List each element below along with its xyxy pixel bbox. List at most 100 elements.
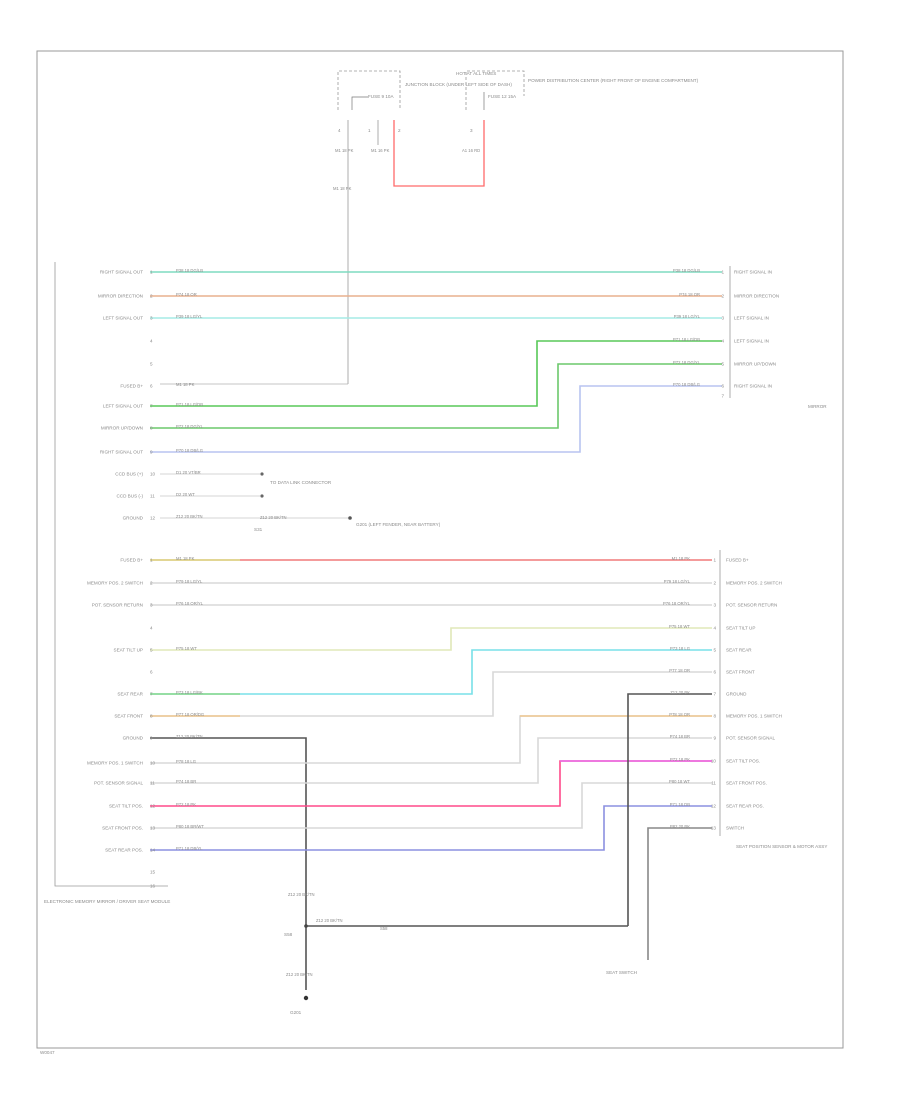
right-lower-pin: 4 [713, 626, 716, 631]
right-upper-pin: 4 [721, 339, 724, 344]
ccd-dest: TO DATA LINK CONNECTOR [270, 480, 332, 485]
left-lower-func: FUSED B+ [120, 558, 143, 563]
right-lower-pin: 3 [713, 603, 716, 608]
right-upper-wire: P71 18 LG/DB [673, 337, 700, 342]
left-upper-wire: P39 18 LG/YL [176, 314, 203, 319]
left-lower-wire: P76 18 OR/YL [176, 601, 204, 606]
left-upper-wire: P74 18 OR [176, 292, 197, 297]
left-upper-pin: 6 [150, 384, 153, 389]
left-lower-wire: P79 18 LG/YL [176, 579, 203, 584]
left-module-border [54, 262, 168, 887]
left-lower-pin: 7 [150, 692, 153, 697]
left-upper-pin: 2 [150, 294, 153, 299]
left-lower-wire: P72 18 PK [176, 802, 196, 807]
left-upper-pin: 4 [150, 339, 153, 344]
fuse-a-symbol [351, 96, 368, 110]
left-lower-pin: 16 [150, 884, 156, 889]
left-lower-wire: M1 18 PK [176, 556, 195, 561]
fuse-box-title: HOT AT ALL TIMES [456, 71, 496, 76]
wire-a1-red [393, 120, 485, 187]
right-upper-caption: MIRROR [808, 404, 827, 409]
fb-pin-2: 1 [368, 128, 371, 133]
left-upper-func: LEFT SIGNAL OUT [103, 316, 143, 321]
right-upper-func: LEFT SIGNAL IN [734, 339, 769, 344]
right-upper-pin: 2 [721, 294, 724, 299]
wire-p77 [150, 671, 712, 717]
fuse-block: HOT AT ALL TIMES FUSE 9 10A JUNCTION BLO… [333, 70, 699, 384]
fb-pin-1: 4 [338, 128, 341, 133]
lower-wires: Z12 20 BK/TN S58 Z12 20 BK/TN G201 Z12 2… [150, 559, 712, 1015]
left-upper-wire: P71 18 LG/DB [176, 402, 203, 407]
left-lower-wire: P77 18 OR/DG [176, 712, 204, 717]
wire-c-label: A1 16 RD [462, 148, 480, 153]
left-lower-func: MEMORY POS. 1 SWITCH [87, 761, 143, 766]
left-upper-func: MIRROR DIRECTION [98, 294, 143, 299]
left-lower-wire: P75 18 WT [176, 646, 197, 651]
left-lower-pin: 4 [150, 626, 153, 631]
upper-wires [150, 271, 722, 453]
left-lower-func: GROUND [123, 736, 144, 741]
left-lower-func: POT. SENSOR SIGNAL [94, 781, 143, 786]
left-lower-pin: 5 [150, 648, 153, 653]
right-lower-func: SWITCH [726, 826, 744, 831]
ground-wire-1: Z12 20 BK/TN [260, 515, 287, 520]
right-lower-func: MEMORY POS. 1 SWITCH [726, 714, 782, 719]
left-lower-pin: 14 [150, 848, 156, 853]
right-lower-func: SEAT TILT POS. [726, 759, 760, 764]
left-lower-func: SEAT REAR [117, 692, 143, 697]
wire-p71-db [150, 805, 712, 851]
left-lower-pin: 1 [150, 558, 153, 563]
junction-block-outline [337, 70, 401, 110]
left-lower-pin: 15 [150, 870, 156, 875]
right-lower-func: GROUND [726, 692, 747, 697]
left-upper-func: MIRROR UP/DOWN [101, 426, 143, 431]
wire-p71 [150, 340, 722, 407]
right-upper-func: MIRROR UP/DOWN [734, 362, 776, 367]
right-lower-wire: P82 20 BK [670, 824, 690, 829]
left-upper-wire: M1 18 PK [176, 382, 195, 387]
left-lower-pin: 6 [150, 670, 153, 675]
left-lower-pin: 2 [150, 581, 153, 586]
left-lower-wire: P73 18 LG/BK [176, 690, 203, 695]
left-lower-pin: 11 [150, 781, 155, 786]
left-upper-wire: Z12 20 BK/TN [176, 514, 203, 519]
right-lower-wire: P79 18 LG/YL [664, 579, 691, 584]
right-lower-wire: P71 18 DB [670, 802, 690, 807]
ground-g201 [303, 995, 309, 1001]
right-upper-pin: 5 [721, 362, 724, 367]
right-lower-wire: P77 18 OR [669, 668, 690, 673]
wire-p75 [150, 627, 712, 651]
right-lower-pin: 5 [713, 648, 716, 653]
right-lower-wire: P74 18 BR [670, 734, 690, 739]
wire-z12-lower [150, 737, 307, 990]
left-upper-pin: 7 [150, 404, 153, 409]
right-lower-func: SEAT REAR POS. [726, 804, 764, 809]
right-lower-wire: P80 18 WT [669, 779, 690, 784]
left-lower-func: SEAT TILT UP [114, 648, 143, 653]
right-lower-func: SEAT FRONT POS. [726, 781, 767, 786]
left-upper-func: RIGHT SIGNAL OUT [100, 270, 143, 275]
diagram-frame [36, 50, 844, 1049]
wire-d-label: M1 18 PK [333, 186, 352, 191]
left-upper-pin: 3 [150, 316, 153, 321]
left-upper-wire: P38 18 DG/LB [176, 268, 203, 273]
left-upper-func: RIGHT SIGNAL OUT [100, 450, 143, 455]
d1-terminal [260, 472, 264, 476]
left-upper-func: FUSED B+ [120, 384, 143, 389]
left-lower-pin: 10 [150, 761, 156, 766]
s58-label: S58 [284, 932, 293, 937]
left-lower-pin: 3 [150, 603, 153, 608]
left-module-caption: ELECTRONIC MEMORY MIRROR / DRIVER SEAT M… [44, 899, 170, 904]
right-lower-pin: 7 [713, 692, 716, 697]
left-upper-func: LEFT SIGNAL OUT [103, 404, 143, 409]
pdc-outline [465, 70, 525, 110]
right-lower-wire: P76 18 OR/YL [663, 601, 691, 606]
left-upper-pin: 8 [150, 426, 153, 431]
ground-wire-2: Z12 20 BK/TN [288, 892, 315, 897]
right-upper-pin: 1 [721, 270, 724, 275]
right-lower-caption: SEAT POSITION SENSOR & MOTOR ASSY [736, 844, 827, 849]
